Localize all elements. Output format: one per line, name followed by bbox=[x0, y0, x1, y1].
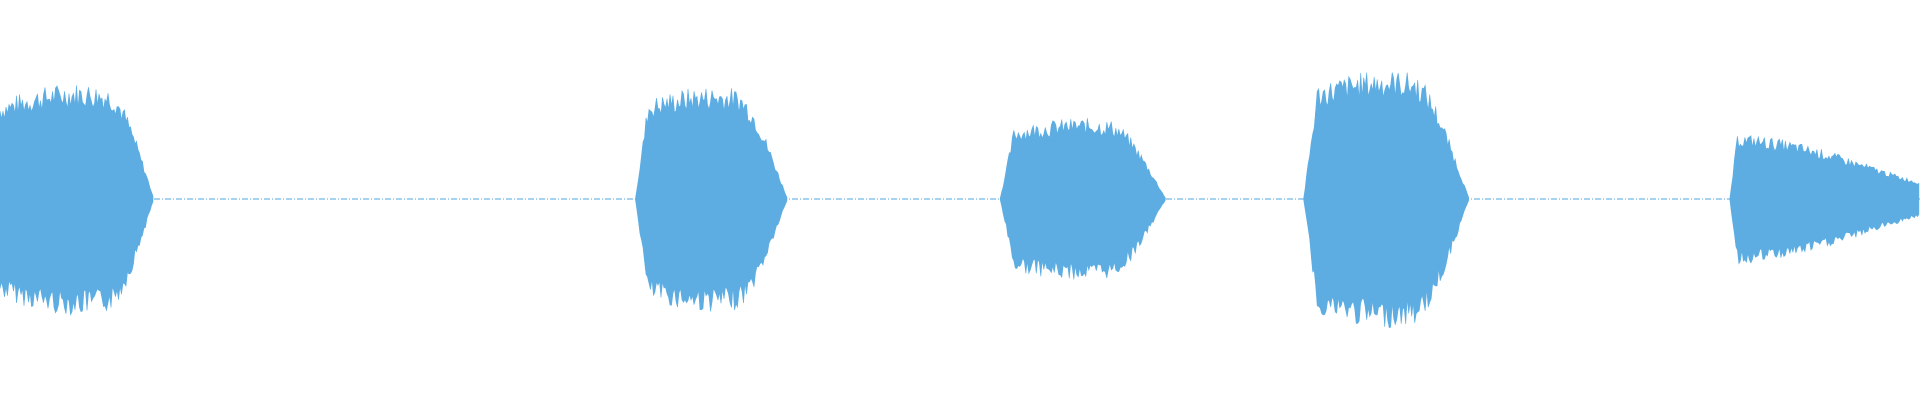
sound-burst-4 bbox=[1303, 72, 1469, 328]
sound-burst-3 bbox=[1000, 118, 1166, 280]
sound-burst-2 bbox=[635, 88, 788, 312]
sound-burst-1 bbox=[0, 85, 154, 316]
sound-burst-5 bbox=[1729, 135, 1920, 265]
waveform-segments bbox=[0, 72, 1920, 328]
